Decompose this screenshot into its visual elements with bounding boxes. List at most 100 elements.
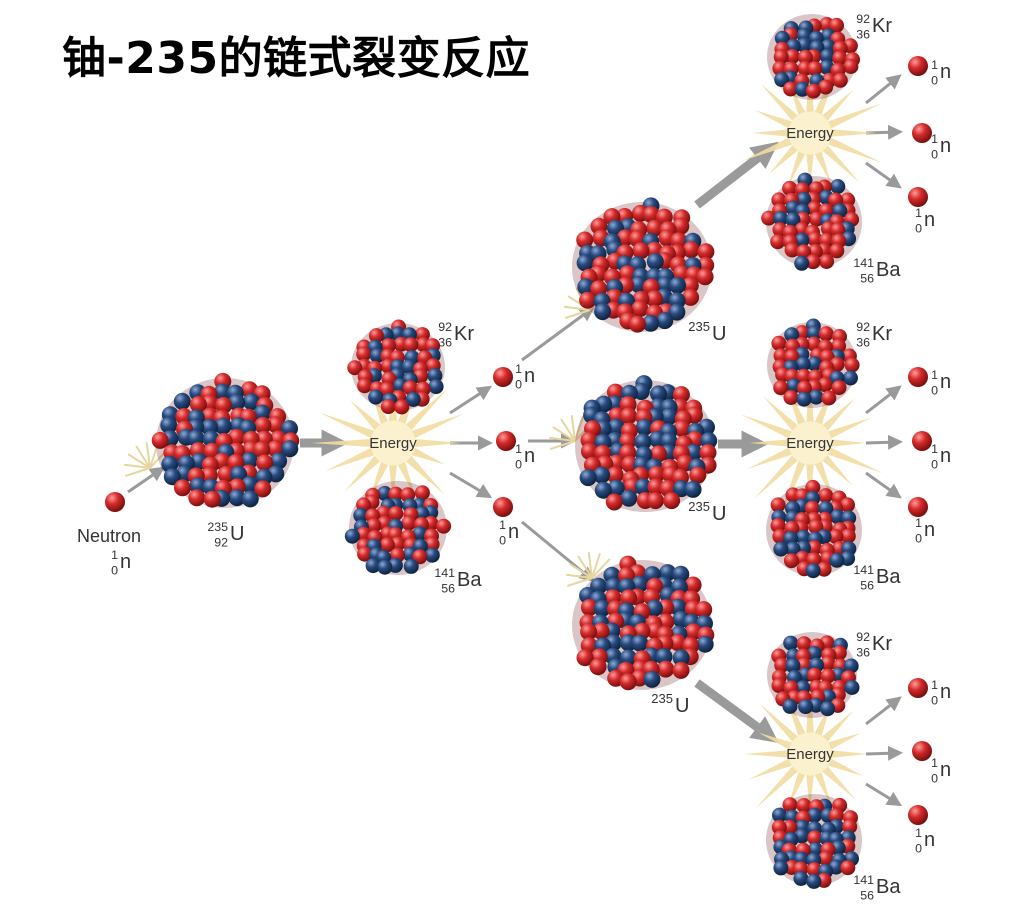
svg-text:141: 141: [853, 256, 874, 270]
svg-text:1: 1: [915, 516, 922, 530]
krypton-92-nucleus-1: [347, 319, 445, 415]
svg-text:0: 0: [915, 841, 922, 855]
svg-text:36: 36: [856, 335, 870, 349]
svg-text:235: 235: [207, 520, 228, 534]
svg-text:0: 0: [931, 693, 938, 707]
svg-text:141: 141: [853, 563, 874, 577]
svg-text:1: 1: [515, 362, 522, 376]
barium-141-nucleus-3c: [766, 794, 862, 889]
svg-text:Kr: Kr: [872, 15, 892, 37]
barium-141-nucleus-3a: [761, 172, 862, 271]
arrow-fission3b-n2: [865, 434, 903, 450]
svg-text:235: 235: [688, 319, 710, 334]
svg-text:Kr: Kr: [872, 323, 892, 345]
svg-text:141: 141: [853, 873, 874, 887]
svg-text:1: 1: [931, 442, 938, 456]
svg-text:n: n: [940, 371, 951, 393]
krypton-92-nucleus-3c: [767, 632, 860, 718]
impact-spark-2c: [566, 552, 611, 587]
energy-burst-3c: [744, 675, 868, 812]
uranium-235-nucleus-2c: [572, 555, 715, 691]
svg-text:n: n: [524, 445, 535, 467]
svg-text:n: n: [940, 135, 951, 157]
svg-text:0: 0: [931, 457, 938, 471]
svg-text:0: 0: [915, 221, 922, 235]
svg-text:141: 141: [434, 566, 455, 580]
released-neutron-3a1: [908, 56, 928, 76]
svg-text:1: 1: [931, 132, 938, 146]
svg-text:Ba: Ba: [876, 876, 901, 898]
released-neutron-3b2: [912, 431, 932, 451]
svg-text:U: U: [675, 695, 689, 717]
krypton-92-nucleus-3b: [767, 318, 860, 408]
released-neutron-1c: [493, 497, 513, 517]
released-neutron-3b1: [908, 367, 928, 387]
svg-text:36: 36: [856, 27, 870, 41]
energy-burst-3a: [742, 59, 882, 188]
energy-burst-3b: [740, 375, 883, 515]
svg-text:0: 0: [515, 377, 522, 391]
arrow-fission3b-n1: [865, 385, 902, 415]
svg-text:U: U: [712, 503, 726, 525]
released-neutron-3c2: [912, 741, 932, 761]
svg-text:36: 36: [438, 335, 452, 349]
arrow-u235a-to-fission: [694, 141, 779, 209]
svg-text:n: n: [524, 365, 535, 387]
svg-text:n: n: [940, 759, 951, 781]
svg-text:1: 1: [931, 678, 938, 692]
svg-text:n: n: [940, 61, 951, 83]
svg-text:n: n: [924, 209, 935, 231]
svg-text:1: 1: [111, 548, 118, 562]
svg-text:0: 0: [931, 147, 938, 161]
svg-text:1: 1: [499, 518, 506, 532]
arrow-fission1-n3: [449, 471, 493, 499]
svg-text:Kr: Kr: [454, 323, 474, 345]
arrow-neutron-to-u235: [127, 466, 165, 494]
uranium-235-nucleus-1: [151, 372, 300, 508]
impact-spark-1: [124, 442, 169, 477]
svg-text:36: 36: [856, 645, 870, 659]
svg-text:92: 92: [214, 535, 228, 549]
released-neutron-3c3: [908, 805, 928, 825]
svg-text:0: 0: [931, 383, 938, 397]
svg-text:n: n: [940, 681, 951, 703]
svg-text:92: 92: [438, 320, 452, 334]
svg-text:0: 0: [499, 533, 506, 547]
uranium-235-nucleus-2b: [575, 375, 718, 512]
arrow-fission1-n1: [449, 385, 493, 415]
released-neutron-1a: [493, 367, 513, 387]
arrow-fission3a-n3: [865, 161, 902, 189]
svg-text:56: 56: [860, 271, 874, 285]
svg-text:0: 0: [111, 563, 118, 577]
svg-text:1: 1: [931, 368, 938, 382]
svg-text:56: 56: [860, 578, 874, 592]
arrow-n1a-to-u235-a: [521, 306, 595, 362]
released-neutron-3a2: [912, 123, 932, 143]
svg-text:92: 92: [856, 320, 870, 334]
svg-text:Ba: Ba: [457, 569, 482, 591]
arrow-fission3a-n1: [865, 74, 902, 105]
svg-text:n: n: [924, 829, 935, 851]
arrow-fission3c-n1: [865, 696, 902, 726]
svg-text:n: n: [940, 445, 951, 467]
